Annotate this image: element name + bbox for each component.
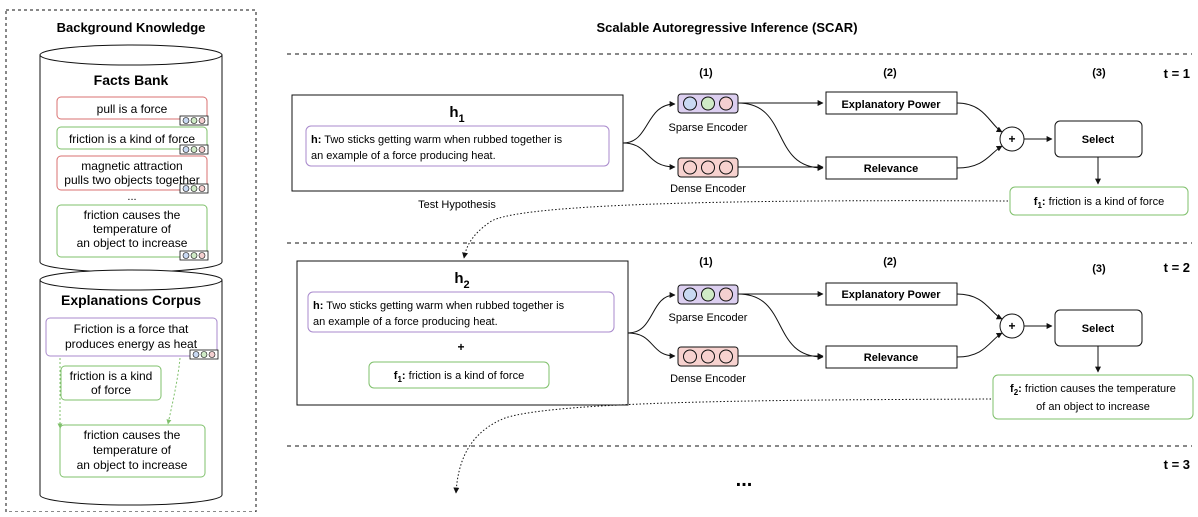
svg-text:temperature of: temperature of bbox=[93, 222, 172, 236]
svg-text:f2: friction causes the temper: f2: friction causes the temperature bbox=[1010, 383, 1176, 397]
embedding-dots-icon bbox=[179, 250, 209, 261]
svg-text:pulls two objects together: pulls two objects together bbox=[64, 173, 199, 187]
background-knowledge-panel: Background Knowledge Facts Bank Explanat… bbox=[5, 9, 257, 513]
svg-text:+: + bbox=[1008, 319, 1015, 333]
svg-text:Explanatory Power: Explanatory Power bbox=[841, 289, 941, 301]
facts-ellipsis: ... bbox=[127, 191, 136, 203]
selected-fact-box bbox=[1009, 186, 1189, 216]
fact-item: friction causes the temperature of an ob… bbox=[56, 204, 208, 258]
hypothesis-statement bbox=[307, 291, 615, 333]
column-label: (1) bbox=[699, 256, 713, 268]
sparse-encoder-label: Sparse Encoder bbox=[669, 122, 748, 134]
hypothesis-title: h1 bbox=[449, 104, 464, 125]
svg-text:friction causes the: friction causes the bbox=[84, 208, 181, 222]
step-time-label: t = 2 bbox=[1164, 260, 1190, 275]
svg-text:Relevance: Relevance bbox=[864, 352, 918, 364]
svg-text:magnetic attraction: magnetic attraction bbox=[81, 159, 182, 173]
svg-text:of force: of force bbox=[91, 383, 131, 397]
facts-bank-title: Facts Bank bbox=[94, 72, 169, 88]
svg-text:produces energy as heat: produces energy as heat bbox=[65, 337, 198, 351]
explanation-item: friction is a kind of force bbox=[60, 365, 162, 401]
svg-text:temperature of: temperature of bbox=[93, 443, 172, 457]
explanation-item: friction causes the temperature of an ob… bbox=[59, 424, 206, 478]
iteration-link bbox=[462, 200, 1009, 259]
step-time-label: t = 1 bbox=[1164, 66, 1190, 81]
svg-text:an example of a force producin: an example of a force producing heat. bbox=[311, 150, 496, 162]
scar-title: Scalable Autoregressive Inference (SCAR) bbox=[596, 20, 857, 35]
column-label: (3) bbox=[1092, 263, 1106, 275]
svg-text:an example of a force producin: an example of a force producing heat. bbox=[313, 316, 498, 328]
svg-text:Relevance: Relevance bbox=[864, 163, 918, 175]
svg-text:h: Two sticks getting warm whe: h: Two sticks getting warm when rubbed t… bbox=[313, 300, 565, 312]
embedding-dots-icon bbox=[179, 115, 209, 126]
iteration-link bbox=[453, 398, 992, 494]
hypothesis-caption: Test Hypothesis bbox=[418, 199, 496, 211]
step-time-label: t = 3 bbox=[1164, 457, 1190, 472]
hypothesis-statement bbox=[305, 125, 610, 167]
column-label: (1) bbox=[699, 67, 713, 79]
step-3: t = 3 ... bbox=[736, 457, 1190, 491]
explanations-corpus-title: Explanations Corpus bbox=[61, 292, 201, 308]
svg-text:Select: Select bbox=[1082, 134, 1115, 146]
svg-text:f1: friction is a kind of forc: f1: friction is a kind of force bbox=[394, 370, 524, 384]
sparse-encoder-label: Sparse Encoder bbox=[669, 312, 748, 324]
svg-text:friction is a kind of force: friction is a kind of force bbox=[69, 132, 195, 146]
sparse-encoder-icon bbox=[677, 284, 739, 305]
svg-text:an object to increase: an object to increase bbox=[77, 236, 188, 250]
hypothesis-title: h2 bbox=[454, 270, 469, 291]
column-label: (3) bbox=[1092, 67, 1106, 79]
fact-item: pull is a force bbox=[56, 96, 208, 120]
explanation-item: Friction is a force that produces energy… bbox=[45, 317, 218, 357]
svg-text:pull is a force: pull is a force bbox=[97, 102, 168, 116]
svg-text:Select: Select bbox=[1082, 323, 1115, 335]
embedding-dots-icon bbox=[179, 144, 209, 155]
dense-encoder-label: Dense Encoder bbox=[670, 183, 746, 195]
context-fact-box bbox=[368, 361, 550, 389]
explanation-link bbox=[166, 357, 181, 425]
fact-item: magnetic attraction pulls two objects to… bbox=[56, 155, 208, 191]
continuation-ellipsis: ... bbox=[736, 469, 753, 491]
embedding-dots-icon bbox=[179, 183, 209, 194]
column-label: (2) bbox=[883, 256, 897, 268]
column-label: (2) bbox=[883, 67, 897, 79]
dense-encoder-icon bbox=[677, 346, 739, 367]
selected-fact-box bbox=[992, 374, 1194, 420]
svg-text:h: Two sticks getting warm whe: h: Two sticks getting warm when rubbed t… bbox=[311, 134, 563, 146]
dense-encoder-label: Dense Encoder bbox=[670, 373, 746, 385]
fact-item: friction is a kind of force bbox=[56, 126, 208, 150]
step-1: t = 1 (1) (2) (3) h1 h: Two sticks getti… bbox=[291, 66, 1190, 216]
svg-text:+: + bbox=[1008, 132, 1015, 146]
sparse-encoder-icon bbox=[677, 93, 739, 114]
svg-text:an object to increase: an object to increase bbox=[77, 458, 188, 472]
background-knowledge-title: Background Knowledge bbox=[57, 20, 206, 35]
svg-text:Explanatory Power: Explanatory Power bbox=[841, 99, 941, 111]
embedding-dots-icon bbox=[189, 349, 219, 360]
svg-text:of an object to increase: of an object to increase bbox=[1036, 401, 1150, 413]
step-2: t = 2 (1) (2) (3) h2 h: Two sticks getti… bbox=[296, 256, 1194, 420]
hypothesis-plus: + bbox=[457, 340, 464, 354]
svg-text:friction is a kind: friction is a kind bbox=[70, 369, 153, 383]
svg-text:f1: friction is a kind of forc: f1: friction is a kind of force bbox=[1034, 196, 1164, 210]
svg-text:friction causes the: friction causes the bbox=[84, 428, 181, 442]
dense-encoder-icon bbox=[677, 157, 739, 178]
svg-text:Friction is a force that: Friction is a force that bbox=[74, 322, 189, 336]
